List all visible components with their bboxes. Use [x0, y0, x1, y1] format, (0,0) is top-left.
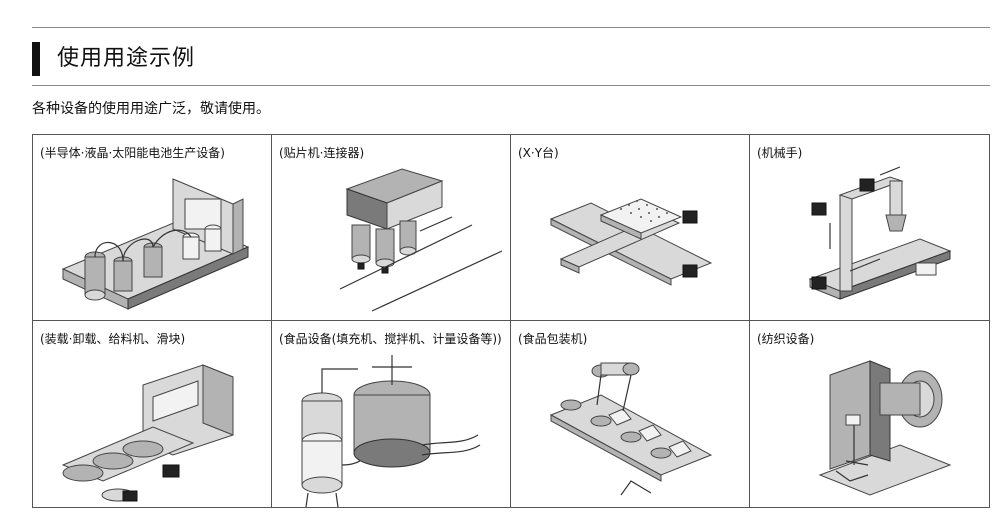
section-title: 使用用途示例	[57, 46, 196, 71]
textile-machine-icon	[818, 360, 952, 496]
example-cell-textile: (纺织设备)	[750, 321, 989, 507]
food-packaging-machine-icon	[549, 362, 713, 496]
top-divider	[32, 27, 990, 28]
intro-text: 各种设备的使用用途广泛，敬请使用。	[32, 101, 270, 117]
conveyor-loader-icon	[61, 364, 234, 502]
example-label: (装载·卸载、给料机、滑块)	[40, 332, 186, 346]
example-label: (纺织设备)	[757, 332, 815, 346]
robot-arm-icon	[808, 166, 952, 300]
example-cell-chip-mounter: (贴片机·连接器)	[272, 135, 511, 321]
example-cell-robot-arm: (机械手)	[750, 135, 989, 321]
section-header: 使用用途示例	[32, 42, 990, 82]
header-divider	[32, 85, 990, 86]
example-cell-food-packaging: (食品包装机)	[511, 321, 750, 507]
example-cell-semiconductor: (半导体·液晶·太阳能电池生产设备)	[33, 135, 272, 321]
section-marker	[32, 42, 40, 76]
examples-grid: (半导体·液晶·太阳能电池生产设备) (贴片机·连接器)	[32, 134, 990, 508]
example-cell-xy-table: (X·Y台)	[511, 135, 750, 321]
example-label: (食品设备(填充机、搅拌机、计量设备等))	[279, 332, 502, 346]
food-filling-machine-icon	[301, 355, 481, 507]
example-label: (半导体·液晶·太阳能电池生产设备)	[40, 146, 225, 160]
example-label: (机械手)	[757, 146, 803, 160]
xy-table-icon	[549, 198, 713, 286]
example-cell-loader: (装载·卸载、给料机、滑块)	[33, 321, 272, 507]
chip-mounter-icon	[339, 168, 503, 312]
example-label: (贴片机·连接器)	[279, 146, 365, 160]
semiconductor-equipment-icon	[61, 178, 250, 310]
example-label: (X·Y台)	[518, 146, 559, 160]
example-label: (食品包装机)	[518, 332, 588, 346]
example-cell-food-equipment: (食品设备(填充机、搅拌机、计量设备等))	[272, 321, 511, 507]
